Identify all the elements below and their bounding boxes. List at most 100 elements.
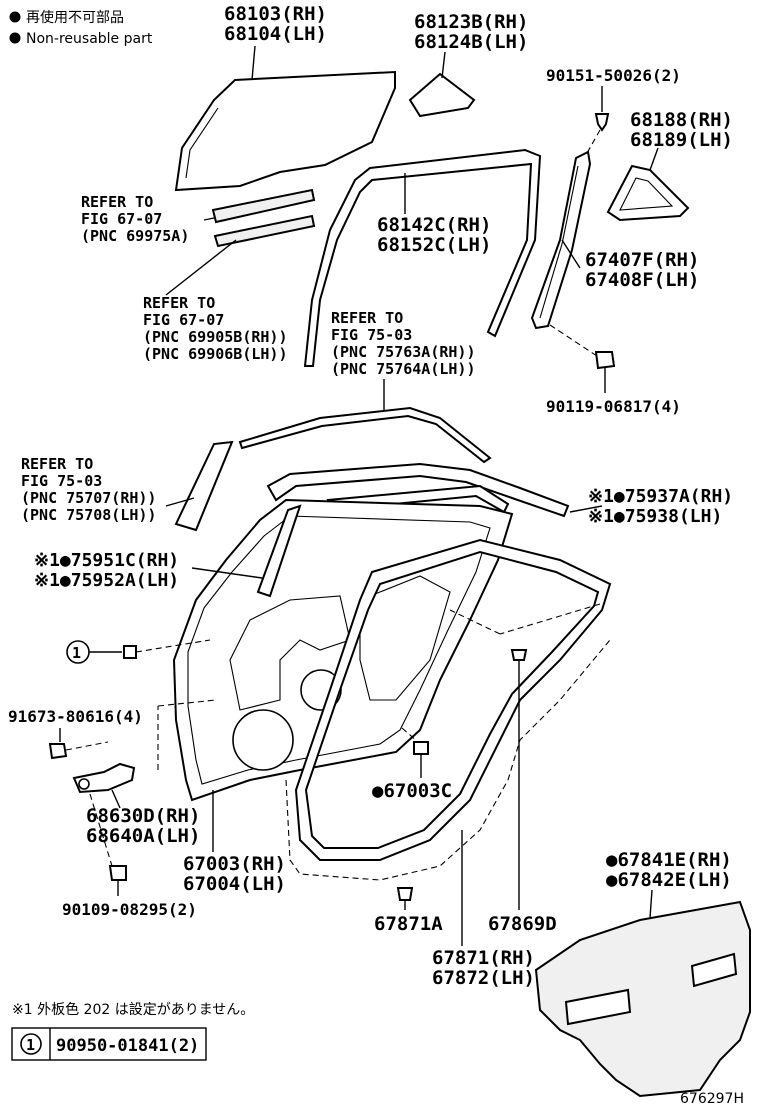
label-molding-rh: ※1●75937A(RH): [588, 486, 733, 507]
plug-hole-icon[interactable]: [123, 645, 137, 659]
door-frame-upper[interactable]: [266, 462, 570, 518]
label-quarter-glass-rh: 68123B(RH): [414, 11, 528, 33]
label-refer3-c: (PNC 75763A(RH)): [331, 343, 476, 361]
label-refer2-d: (PNC 69906B(LH)): [143, 345, 288, 363]
leader-cover: [649, 889, 653, 919]
label-refer2-c: (PNC 69905B(RH)): [143, 328, 288, 346]
label-run-lh: 68152C(LH): [377, 234, 491, 256]
service-hole-large: [232, 709, 294, 771]
label-bolt-hinge: 91673-80616(4): [8, 707, 143, 726]
label-panel-lh: 67004(LH): [183, 873, 286, 895]
bolt-hinge-icon[interactable]: [48, 743, 68, 760]
door-panel-cutouts: [229, 595, 351, 711]
door-sash-molding[interactable]: [256, 504, 302, 598]
door-glass-edge: [185, 107, 219, 179]
footnote: ※1 外板色 202 は設定がありません。: [12, 1001, 254, 1018]
door-weatherstrip-dashed: [285, 639, 611, 881]
label-plug: ●67003C: [372, 780, 452, 802]
label-hinge-rh: 68630D(RH): [86, 805, 200, 827]
callout-one: 1: [72, 644, 81, 662]
legend-jp: 再使用不可部品: [26, 9, 124, 26]
label-cover-rh: ●67841E(RH): [606, 849, 732, 871]
leader-refer2: [165, 239, 237, 296]
bolt-channel-icon[interactable]: [594, 351, 616, 370]
leader-molding: [569, 505, 603, 513]
label-sash-lh: ※1●75952A(LH): [34, 570, 179, 591]
figure-id: 676297H: [680, 1091, 744, 1107]
label-refer3-a: REFER TO: [331, 309, 403, 327]
service-hole-cover[interactable]: [534, 900, 751, 1098]
plug-icon[interactable]: [413, 741, 429, 755]
dash-clip-d: [499, 603, 601, 635]
leader-refer1: [203, 217, 215, 221]
door-glass[interactable]: [174, 70, 396, 192]
dash-bolt-channel: [549, 324, 601, 359]
legend-en: Non-reusable part: [26, 31, 153, 47]
door-weatherstrip[interactable]: [294, 538, 612, 861]
label-hinge-lh: 68640A(LH): [86, 825, 200, 847]
label-refer1-b: FIG 67-07: [81, 210, 162, 228]
front-pillar-garnish[interactable]: [174, 440, 234, 532]
label-run-rh: 68142C(RH): [377, 214, 491, 236]
dash-bolt-hinge: [65, 741, 109, 751]
division-bar-channel[interactable]: [530, 150, 592, 330]
hinge-hole: [78, 778, 90, 790]
label-refer2-a: REFER TO: [143, 294, 215, 312]
leader-refer4: [165, 497, 195, 507]
label-panel-rh: 67003(RH): [183, 853, 286, 875]
label-sash-rh: ※1●75951C(RH): [34, 550, 179, 571]
leader-quarter-frame: [649, 147, 659, 171]
dash-plug: [401, 727, 419, 743]
label-quarter-glass-lh: 68124B(LH): [414, 31, 528, 53]
label-screw-top: 90151-50026(2): [546, 66, 681, 85]
glass-run[interactable]: [303, 148, 542, 367]
leader-quarter-glass: [441, 51, 446, 79]
leader-hinge: [111, 789, 121, 809]
key-part: 90950-01841(2): [56, 1036, 199, 1056]
label-refer4-c: (PNC 75707(RH)): [21, 489, 156, 507]
label-refer2-b: FIG 67-07: [143, 311, 224, 329]
clip-a-icon[interactable]: [396, 887, 414, 901]
label-channel-lh: 67408F(LH): [585, 269, 699, 291]
quarter-frame[interactable]: [606, 164, 690, 222]
dash-callout-one: [135, 639, 211, 653]
quarter-frame-inner: [619, 177, 674, 211]
roof-side-molding[interactable]: [238, 406, 492, 464]
label-refer1-c: (PNC 69975A): [81, 227, 189, 245]
label-weather-rh: 67871(RH): [432, 947, 535, 969]
clip-d-icon[interactable]: [510, 649, 528, 661]
label-clip-a: 67871A: [374, 913, 443, 935]
screw-top-icon[interactable]: [594, 113, 610, 132]
key-circle: [20, 1033, 42, 1055]
key-num: 1: [26, 1036, 35, 1054]
label-refer3-b: FIG 75-03: [331, 326, 412, 344]
legend-bullet-jp: [9, 11, 21, 23]
label-bolt-bottom: 90109-08295(2): [62, 900, 197, 919]
door-panel-cutout-2: [359, 575, 451, 701]
cover-opening-right: [690, 952, 738, 988]
label-channel-rh: 67407F(RH): [585, 249, 699, 271]
leader-channel: [561, 239, 581, 269]
label-quarter-frame-rh: 68188(RH): [630, 109, 733, 131]
dash-bolt-bottom: [89, 793, 113, 867]
key-table: [11, 1027, 207, 1061]
label-glass-rh: 68103(RH): [224, 3, 327, 25]
label-quarter-frame-lh: 68189(LH): [630, 129, 733, 151]
label-glass-lh: 68104(LH): [224, 23, 327, 45]
leader-glass: [251, 45, 256, 81]
label-bolt-channel: 90119-06817(4): [546, 397, 681, 416]
label-refer4-d: (PNC 75708(LH)): [21, 506, 156, 524]
label-clip-d: 67869D: [488, 913, 557, 935]
label-refer3-d: (PNC 75764A(LH)): [331, 360, 476, 378]
label-refer4-b: FIG 75-03: [21, 472, 102, 490]
bolt-bottom-icon[interactable]: [108, 865, 127, 881]
legend-bullet-en: [9, 32, 21, 44]
belt-weatherstrip-inner[interactable]: [213, 214, 316, 248]
label-refer1-a: REFER TO: [81, 193, 153, 211]
quarter-glass[interactable]: [408, 72, 476, 118]
leader-sash: [191, 567, 263, 579]
label-cover-lh: ●67842E(LH): [606, 869, 732, 891]
belt-weatherstrip-outer[interactable]: [211, 188, 316, 224]
label-refer4-a: REFER TO: [21, 455, 93, 473]
